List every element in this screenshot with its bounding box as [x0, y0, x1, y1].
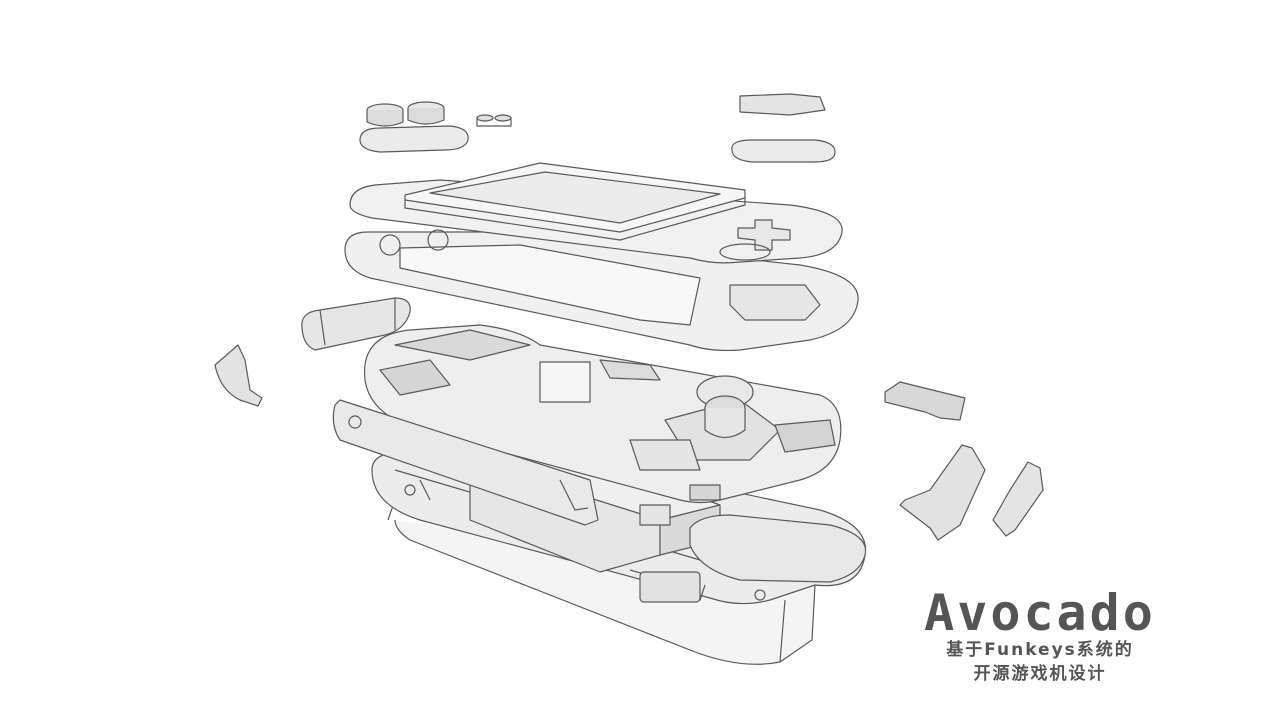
- side-trigger-left: [332, 399, 599, 526]
- front-buttons-right: [731, 93, 836, 163]
- side-trigger-right-a: [899, 444, 986, 541]
- brand-subtitle-line2: 开源游戏机设计: [973, 664, 1107, 684]
- front-buttons-left: [359, 101, 469, 153]
- joystick: [696, 375, 754, 439]
- micro-sd-card: [884, 381, 966, 421]
- small-buttons: [476, 114, 512, 127]
- screen-lens: [404, 162, 746, 241]
- side-trigger-right-b: [992, 461, 1044, 537]
- shoulder-button-left: [301, 297, 411, 351]
- brand-logo: Avocado: [924, 584, 1156, 642]
- brand-block: Avocado 基于Funkeys系统的 开源游戏机设计: [905, 588, 1175, 686]
- main-pcb: [363, 324, 842, 526]
- front-bumper: [689, 514, 867, 583]
- side-clip-left: [214, 344, 263, 407]
- brand-subtitle-line1: 基于Funkeys系统的: [946, 640, 1134, 660]
